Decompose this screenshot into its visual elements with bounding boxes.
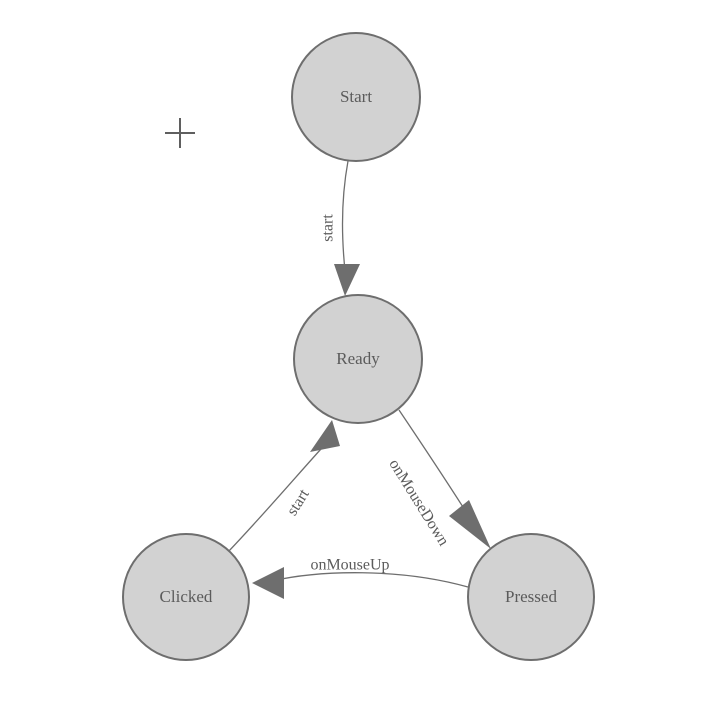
edge-ready-to-pressed[interactable]: onMouseDown: [385, 409, 491, 549]
edge-path: [227, 437, 332, 553]
arrowhead-icon: [310, 420, 340, 452]
edge-label-pressed-to-clicked: onMouseUp: [310, 557, 389, 574]
node-shape: [293, 294, 423, 424]
edge-path: [341, 160, 349, 282]
arrowhead-icon: [449, 500, 491, 549]
node-shape: [291, 32, 421, 162]
crosshair-icon: [165, 118, 195, 148]
node-shape: [122, 533, 250, 661]
edge-pressed-to-clicked[interactable]: onMouseUp: [252, 557, 469, 599]
arrowhead-icon: [252, 567, 284, 599]
edge-clicked-to-ready[interactable]: start: [227, 420, 340, 553]
state-node-pressed[interactable]: Pressed: [467, 533, 595, 661]
node-label-clicked: Clicked: [160, 587, 213, 606]
node-shape: [467, 533, 595, 661]
state-node-ready[interactable]: Ready: [293, 294, 423, 424]
node-label-start: Start: [340, 87, 372, 106]
edge-label-clicked-to-ready: start: [284, 486, 313, 519]
edge-label-ready-to-pressed: onMouseDown: [385, 456, 452, 549]
edge-label-start-to-ready: start: [320, 214, 337, 242]
arrowhead-icon: [334, 264, 360, 296]
edge-start-to-ready[interactable]: start: [320, 160, 360, 296]
node-label-ready: Ready: [336, 349, 380, 368]
state-node-start[interactable]: Start: [291, 32, 421, 162]
node-label-pressed: Pressed: [505, 587, 557, 606]
edge-path: [271, 572, 469, 588]
state-node-clicked[interactable]: Clicked: [122, 533, 250, 661]
